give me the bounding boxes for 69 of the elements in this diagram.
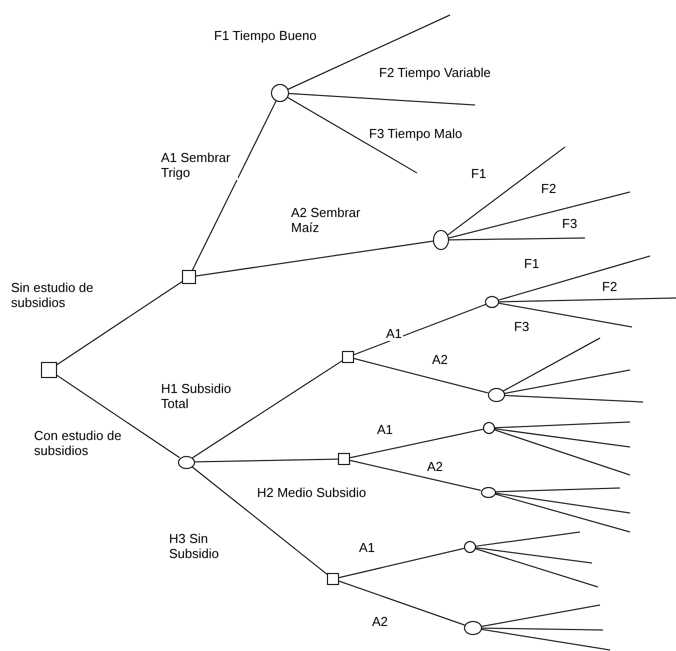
- branch-label: F1: [470, 166, 488, 181]
- branch-label: Con estudio de subsidios: [33, 428, 135, 458]
- decision-square: [338, 453, 350, 465]
- branch-line: [287, 97, 418, 174]
- branch-line: [475, 532, 580, 547]
- branch-line: [338, 548, 465, 578]
- branch-label: F2: [540, 181, 558, 196]
- branch-line: [350, 460, 482, 491]
- chance-circle: [178, 456, 194, 468]
- branch-label: H2 Medio Subsidio: [256, 485, 368, 500]
- branch-line: [494, 493, 630, 532]
- branch-line: [56, 374, 180, 458]
- branch-line: [504, 370, 630, 394]
- branch-line: [447, 146, 566, 236]
- decision-square: [182, 270, 196, 284]
- decision-square: [41, 362, 57, 378]
- decision-square: [327, 573, 339, 585]
- branch-label: F1: [523, 256, 540, 271]
- branch-line: [354, 304, 486, 356]
- branch-line: [495, 488, 620, 492]
- branch-label: A2: [426, 459, 444, 474]
- branch-label: A1: [376, 422, 394, 437]
- branch-label: F3: [513, 319, 530, 334]
- branch-line: [498, 302, 632, 328]
- branch-line: [448, 238, 586, 240]
- chance-circle: [433, 230, 449, 250]
- branch-line: [192, 360, 342, 458]
- chance-circle: [464, 621, 482, 635]
- branch-line: [481, 628, 610, 650]
- branch-line: [350, 428, 484, 458]
- branch-line: [502, 338, 600, 392]
- chance-circle: [464, 541, 476, 553]
- branch-line: [288, 14, 450, 90]
- branch-label: F2: [601, 279, 618, 294]
- branch-line: [191, 466, 328, 575]
- chance-circle: [480, 486, 496, 498]
- branch-label: F3: [561, 216, 578, 231]
- branch-line: [192, 100, 276, 270]
- branch-line: [504, 394, 644, 402]
- branch-line: [494, 429, 630, 476]
- branch-line: [482, 628, 604, 630]
- branch-line: [494, 492, 630, 514]
- branch-label: F3 Tiempo Malo: [368, 126, 464, 141]
- branch-line: [338, 580, 466, 626]
- chance-circle: [488, 388, 504, 402]
- branch-line: [494, 422, 630, 428]
- branch-label: A2: [431, 352, 449, 367]
- branch-line: [194, 458, 338, 462]
- branch-line: [498, 298, 676, 302]
- branch-line: [498, 256, 650, 301]
- branch-line: [475, 547, 592, 564]
- branch-line: [288, 93, 476, 106]
- branch-label: F1 Tiempo Bueno: [213, 28, 318, 43]
- branch-line: [494, 428, 630, 448]
- branch-label: A1: [385, 326, 403, 341]
- branch-line: [196, 240, 434, 276]
- branch-line: [481, 604, 600, 627]
- branch-label: A2: [371, 614, 389, 629]
- branch-line: [475, 548, 598, 588]
- branch-label: A1 Sembrar Trigo: [160, 150, 238, 180]
- decision-square: [342, 351, 354, 363]
- branch-line: [354, 358, 488, 394]
- chance-circle: [483, 422, 495, 434]
- chance-circle: [271, 84, 289, 102]
- branch-line: [448, 192, 630, 238]
- branch-label: A1: [358, 540, 376, 555]
- branch-line: [56, 281, 182, 366]
- branch-label: F2 Tiempo Variable: [378, 65, 492, 80]
- chance-circle: [485, 296, 499, 308]
